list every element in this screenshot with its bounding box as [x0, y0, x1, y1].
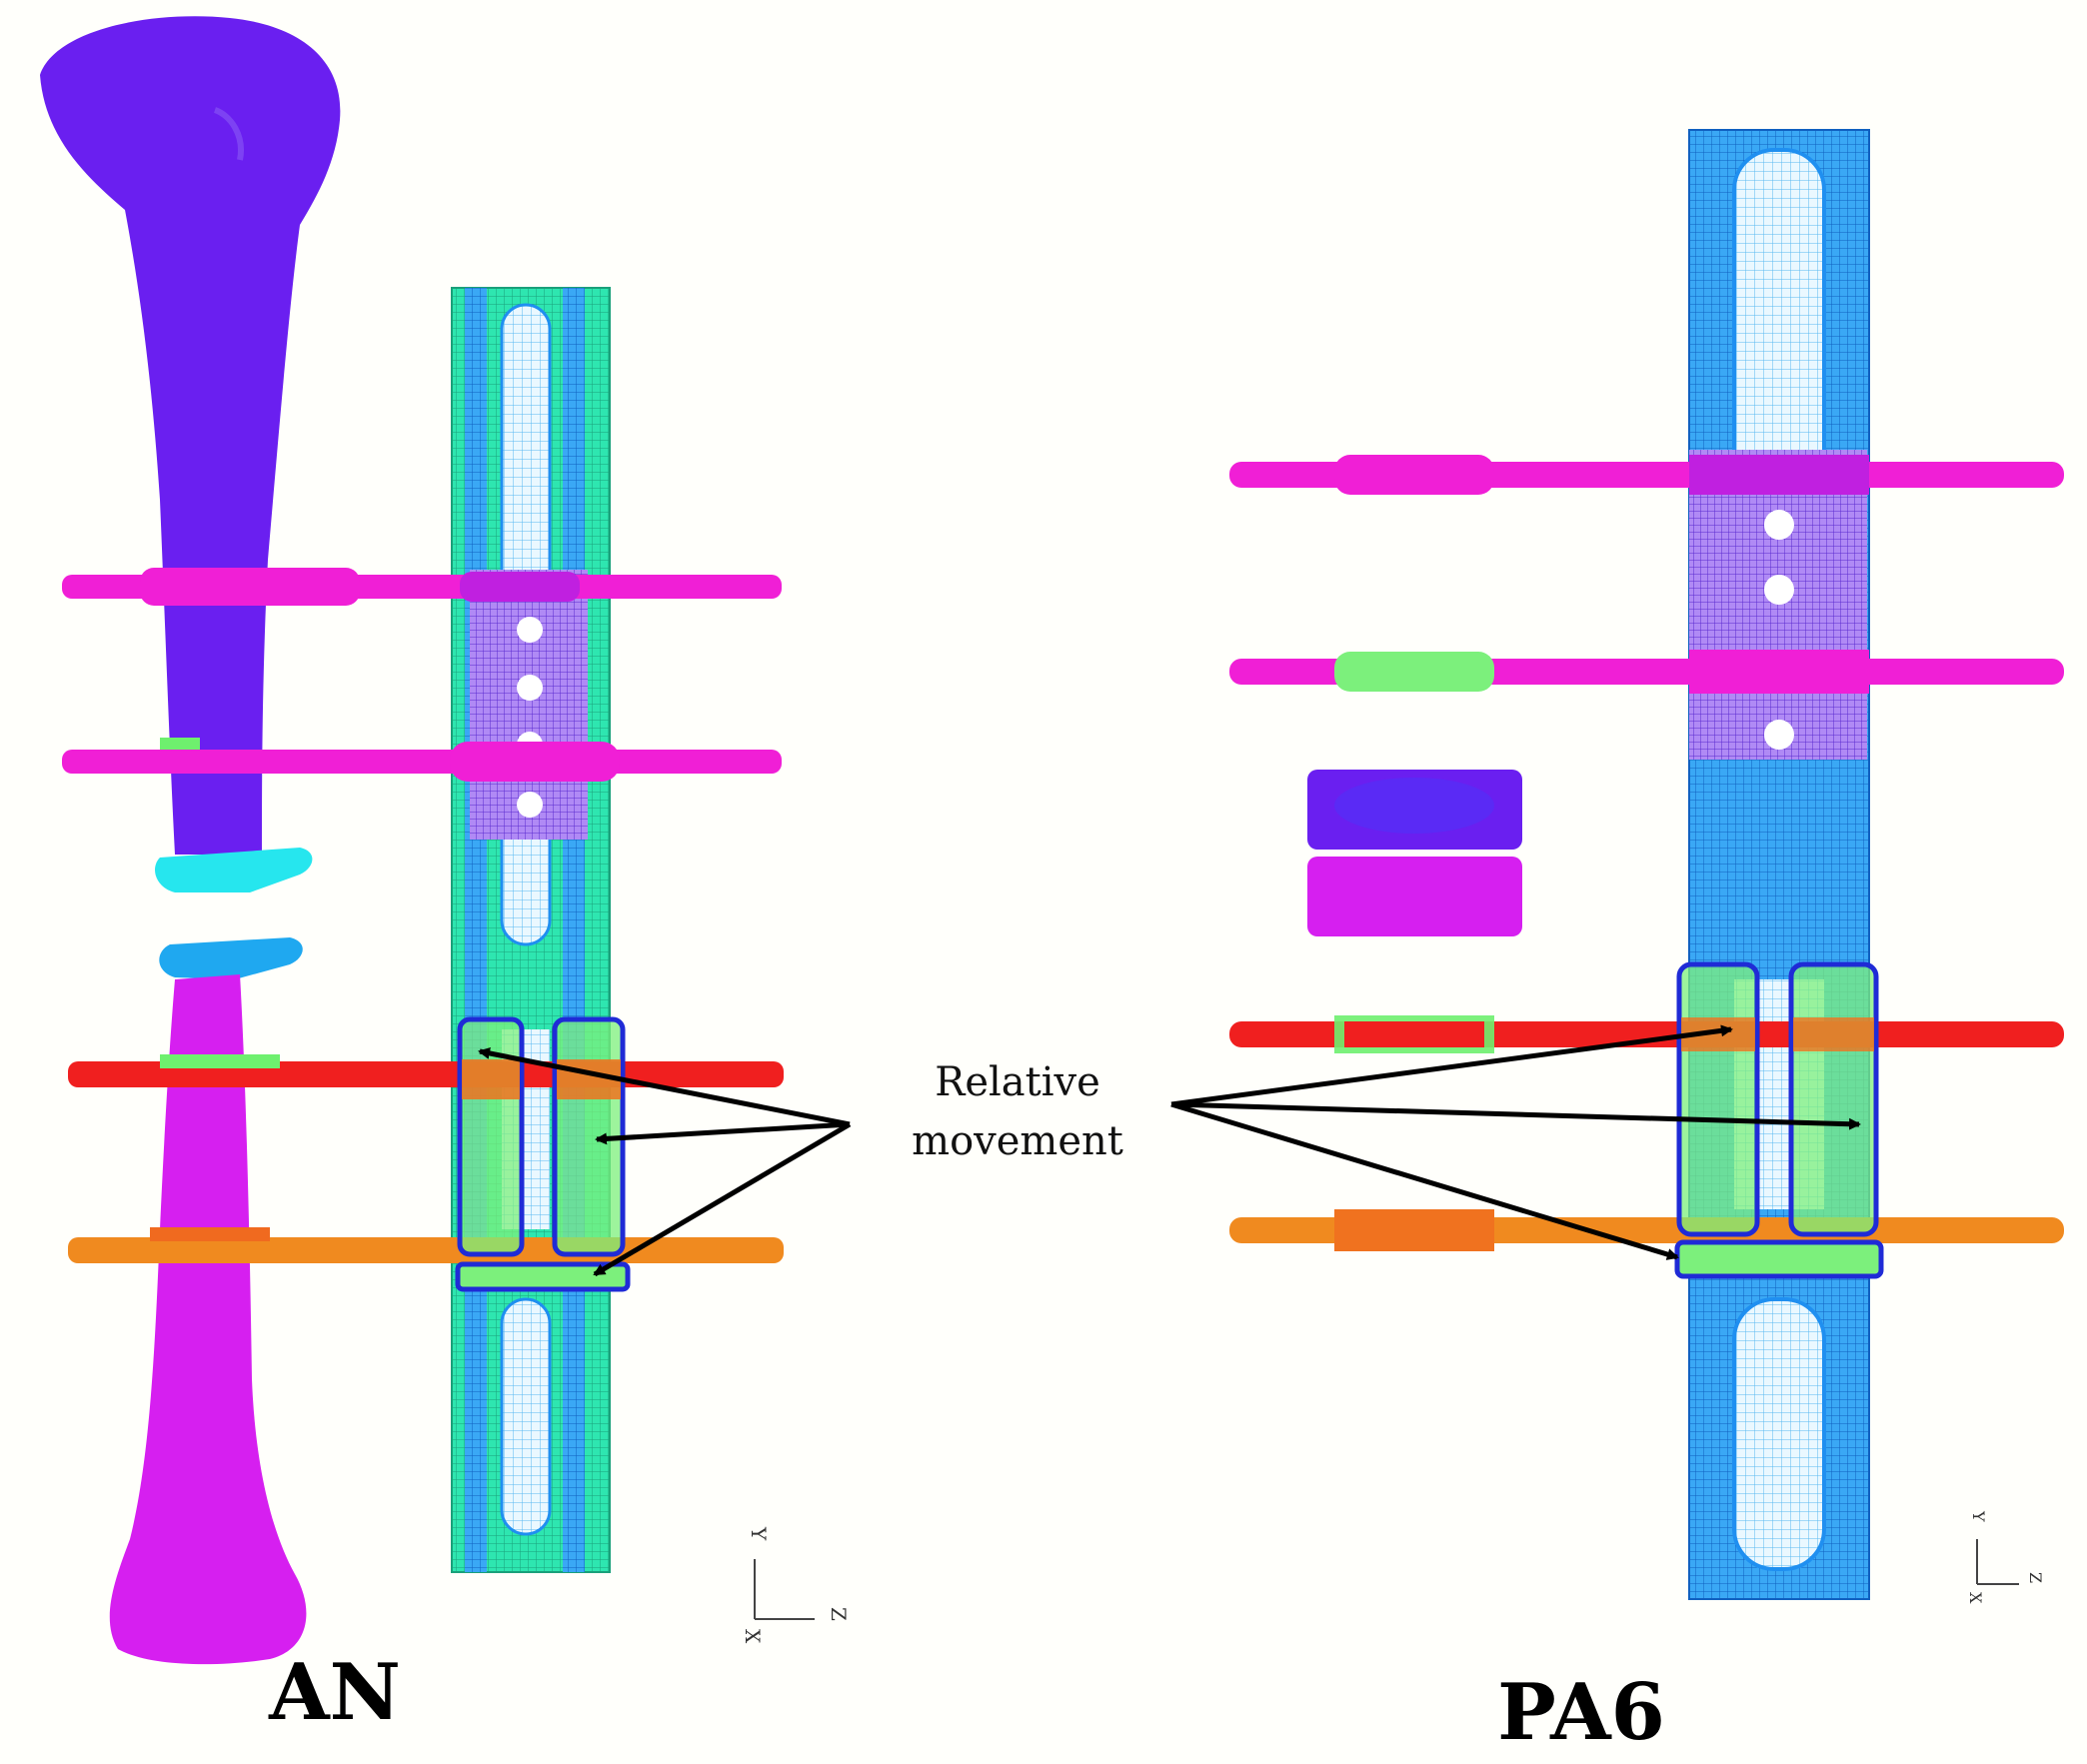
highlight-box-pa6-left [1676, 961, 1760, 1237]
axis-label-z-pa6: Z [2026, 1572, 2045, 1583]
axis-label-x-pa6: X [1966, 1592, 1985, 1604]
bone-lower-segment [109, 974, 307, 1665]
arrow-to-an-left-box [478, 1047, 851, 1127]
fixator-frame-pa6 [1688, 129, 1870, 1600]
highlights-pa6 [1674, 961, 1884, 1279]
arrow-to-an-right-box [595, 1121, 851, 1145]
highlight-box-pa6-right [1788, 961, 1879, 1237]
axis-triad-pa6: Y Z X [1966, 1510, 2045, 1604]
arrows-left [478, 1047, 852, 1277]
annotation-line-2: movement [912, 1118, 1123, 1164]
panel-label-pa6: PA6 [1497, 1667, 1665, 1758]
axis-label-y-an: Y [747, 1526, 771, 1541]
arrow-to-pa6-left-box [1170, 1024, 1733, 1107]
panel-pa6: Y Z X PA6 [1229, 129, 2064, 1758]
fracture-fragment-upper [155, 848, 313, 892]
fracture-fragment-lower [159, 937, 303, 979]
highlight-box-an-bottom [455, 1261, 631, 1292]
fixator-frame-an [451, 287, 611, 1573]
fracture-fragment-pa6-lower [1307, 857, 1522, 936]
axis-label-x-an: X [741, 1629, 765, 1644]
annotation-relative-movement: Relative movement [912, 1059, 1123, 1164]
axis-triad-an: Y Z X [741, 1526, 851, 1644]
arrow-to-an-bottom-box [593, 1121, 852, 1277]
panel-an: Y Z X AN [40, 16, 851, 1738]
axis-label-z-an: Z [827, 1607, 851, 1621]
highlight-box-pa6-bottom [1674, 1239, 1884, 1279]
arrow-to-pa6-right-box [1170, 1101, 1861, 1130]
pin-magenta-2 [62, 750, 782, 774]
arrow-to-pa6-bottom-box [1170, 1101, 1679, 1260]
annotation-line-1: Relative [935, 1059, 1100, 1105]
panel-label-an: AN [268, 1647, 401, 1738]
bone-upper-segment [40, 16, 341, 856]
axis-label-y-pa6: Y [1969, 1510, 1988, 1522]
arrows-right [1170, 1024, 1861, 1260]
